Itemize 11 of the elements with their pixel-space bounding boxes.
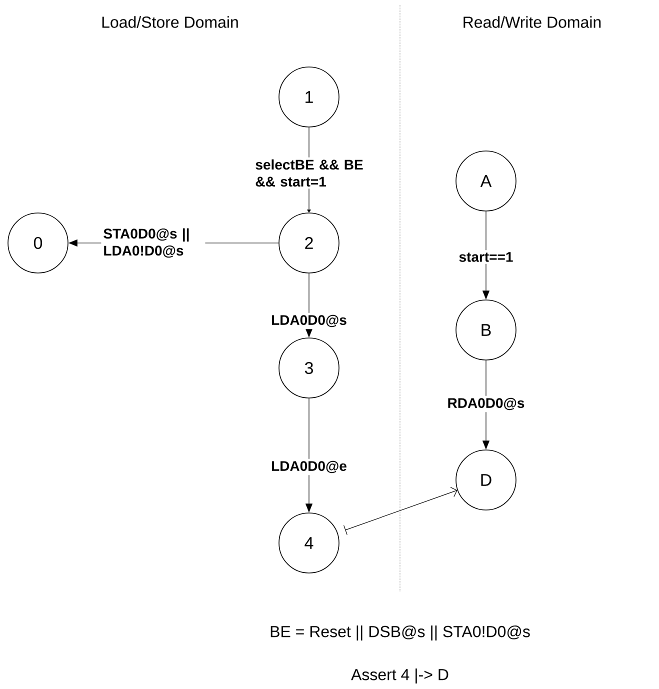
edge-label: start==1 <box>456 250 516 264</box>
edge-label: RDA0D0@s <box>445 396 527 412</box>
edge-label: selectBE && BE && start=1 <box>253 157 368 189</box>
domain-heading: Load/Store Domain <box>102 16 238 28</box>
note: Assert 4 |-> D <box>351 668 448 684</box>
note: BE = Reset || DSB@s || STA0!D0@s <box>270 626 530 640</box>
edge-label: LDA0D0@e <box>269 458 349 476</box>
domain-heading: Read/Write Domain <box>464 16 601 28</box>
edge-label: LDA0D0@s <box>269 312 349 330</box>
arrow <box>343 487 458 536</box>
edge-label: STA0D0@s || LDA0!D0@s <box>101 226 206 260</box>
